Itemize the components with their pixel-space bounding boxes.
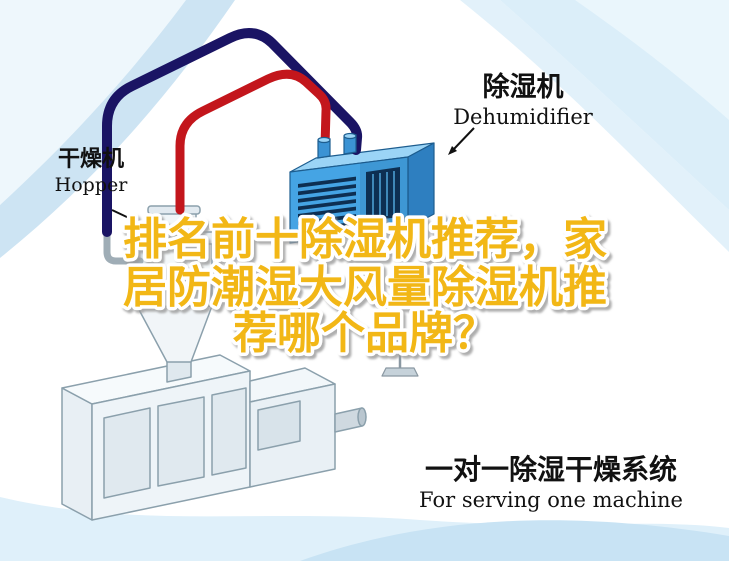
duct-stub-right-cap xyxy=(343,132,357,140)
dehumidifier-unit xyxy=(289,142,435,377)
fan-grille-slats xyxy=(372,171,395,218)
headline-line-3: 荐哪个品牌？ xyxy=(233,308,497,359)
processing-machine xyxy=(61,354,367,521)
background-swoosh-top-left-inner xyxy=(0,0,186,205)
hopper-dryer xyxy=(103,205,218,383)
machine-end-face xyxy=(61,387,93,521)
hopper-label: 干燥机 Hopper xyxy=(38,146,144,198)
label-arrows xyxy=(111,127,475,221)
supply-air-pipe xyxy=(175,69,331,215)
hopper-label-en: Hopper xyxy=(54,174,128,196)
dehumidifier-arrow-line xyxy=(452,127,475,151)
return-air-pipe xyxy=(102,28,363,237)
machine-nozzle-cap xyxy=(357,407,367,427)
dehumidifier-arrow-head xyxy=(448,146,457,155)
hopper-return-elbow-pipe xyxy=(103,226,144,265)
air-ducts xyxy=(102,28,363,237)
dehumidifier-label-cn: 除湿机 xyxy=(482,72,564,103)
machine-door-panel xyxy=(211,387,247,476)
hopper-cap-top xyxy=(147,205,201,215)
hopper-arrow-line xyxy=(111,209,132,220)
headline-line-1: 排名前十除湿机推荐，家 xyxy=(123,214,607,265)
duct-stub-left-cap xyxy=(317,136,331,144)
system-caption: 一对一除湿干燥系统 For serving one machine xyxy=(398,452,704,514)
background-swoosh-top-right-inner xyxy=(575,0,729,120)
dehumidifier-label: 除湿机 Dehumidifier xyxy=(432,72,614,131)
hopper-arrow-head xyxy=(127,214,137,221)
dehumidifier-vent-slots xyxy=(298,167,400,233)
machine-door-panel xyxy=(103,407,151,499)
system-caption-en: For serving one machine xyxy=(419,488,683,512)
hopper-label-cn: 干燥机 xyxy=(57,147,124,172)
headline-line-2: 居防潮湿大风量除湿机推 xyxy=(123,262,607,313)
headline: 排名前十除湿机推荐，家 居防潮湿大风量除湿机推 荐哪个品牌？ xyxy=(120,211,611,363)
machine-door-panel xyxy=(157,396,205,487)
background-wave-bottom-right xyxy=(300,520,729,561)
fan-grille-frame xyxy=(366,167,400,221)
dehumidifier-stand-foot xyxy=(381,367,419,377)
dehumidifier-label-en: Dehumidifier xyxy=(453,105,593,129)
machine-control-panel xyxy=(257,400,301,451)
duct-stubs xyxy=(317,132,357,159)
system-caption-cn: 一对一除湿干燥系统 xyxy=(424,453,677,486)
vent-slot-strips xyxy=(298,176,356,233)
